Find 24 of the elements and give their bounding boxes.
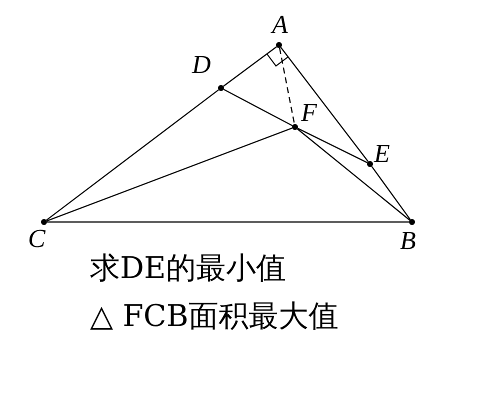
line-segment [223, 88, 293, 126]
point-label: A [272, 12, 288, 38]
line-segment [371, 166, 411, 220]
line-segment [46, 128, 292, 222]
point [276, 42, 282, 48]
point-label: F [301, 100, 317, 126]
point-label: E [374, 141, 390, 167]
line-segment [47, 221, 409, 223]
line-segment [297, 128, 368, 164]
point-label: D [192, 52, 211, 78]
point [218, 85, 224, 91]
line-segment [223, 46, 277, 87]
point [409, 219, 415, 225]
line-segment [296, 128, 410, 221]
question-text: 求DE的最小值 [90, 252, 286, 286]
point-label: C [28, 226, 46, 252]
line-segment [46, 89, 219, 221]
point [41, 219, 47, 225]
dashed-segment [278, 48, 296, 124]
point [367, 161, 373, 167]
point-label: B [400, 228, 416, 254]
question-text: △ FCB面积最大值 [90, 300, 338, 334]
line-segment [280, 47, 369, 162]
point [292, 124, 298, 130]
